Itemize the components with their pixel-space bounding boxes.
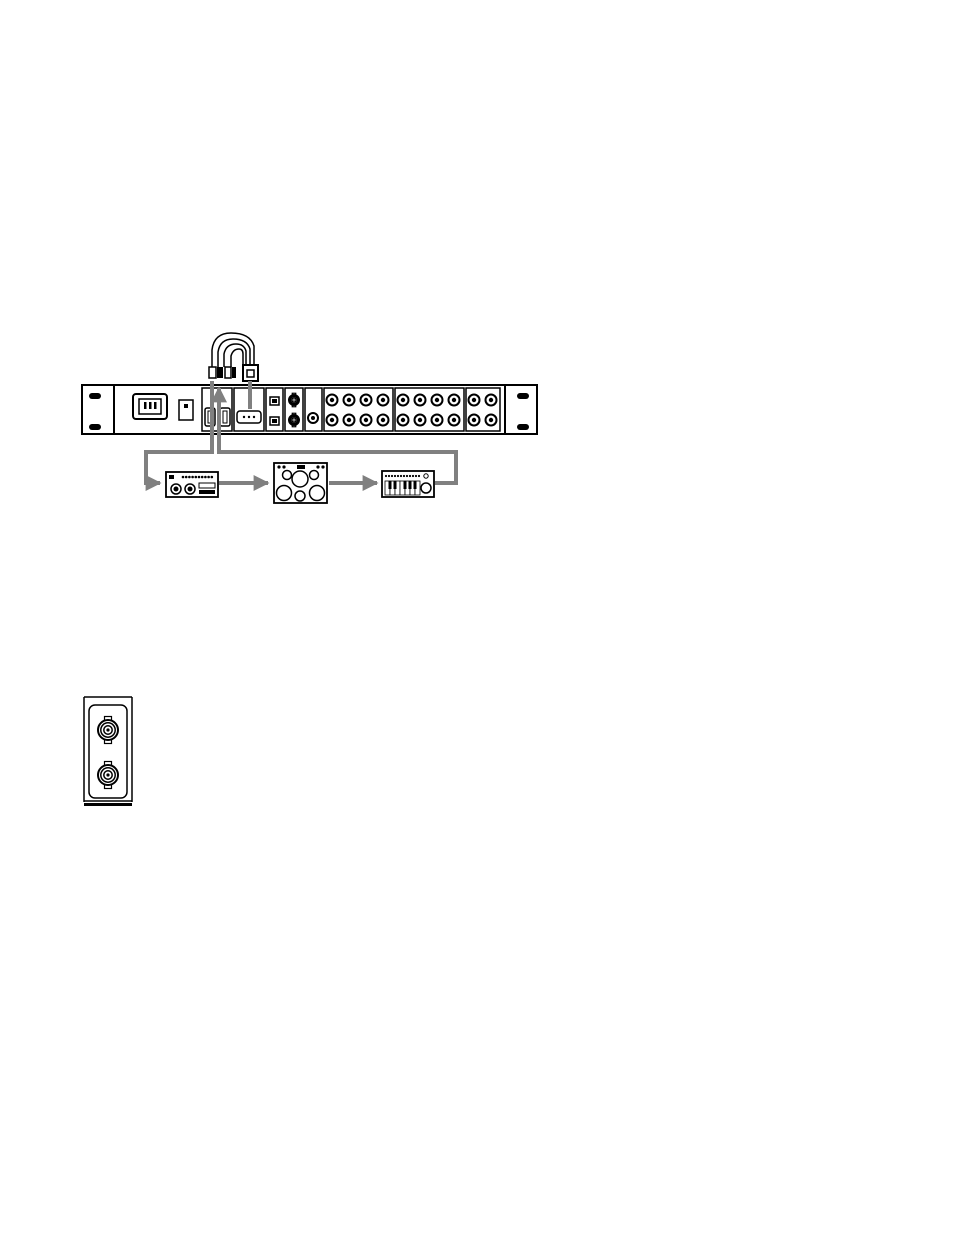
device-knob-large	[310, 486, 325, 501]
cable-plugs	[209, 365, 258, 381]
device-knob-large	[292, 471, 308, 487]
device-knob	[295, 491, 305, 501]
bnc-port	[289, 393, 299, 407]
power-pin	[154, 402, 157, 409]
rack-ear-hole	[89, 424, 101, 430]
power-switch	[179, 400, 193, 420]
rack-ear-hole	[517, 393, 529, 399]
plug	[217, 367, 223, 378]
midi-device-one	[166, 472, 218, 497]
rack-ear-hole	[89, 393, 101, 399]
plug	[232, 367, 236, 378]
device-knob	[310, 471, 319, 480]
bnc-port	[289, 413, 299, 427]
bnc-connector-detail	[84, 697, 132, 806]
midi-keyboard	[382, 471, 434, 497]
keyboard-wheel	[421, 483, 431, 493]
power-pin	[144, 402, 147, 409]
rack-audio-interface	[82, 385, 537, 434]
power-switch-indicator	[184, 404, 188, 408]
plug	[225, 367, 231, 378]
power-pin	[149, 402, 152, 409]
device-knob	[283, 471, 292, 480]
plug	[209, 367, 216, 378]
jack-section-single	[305, 388, 322, 431]
device-knob-large	[277, 486, 292, 501]
rack-ear-hole	[517, 424, 529, 430]
keyboard-keys	[385, 481, 420, 495]
midi-device-two	[274, 463, 327, 503]
bnc-panel-base	[84, 803, 132, 806]
